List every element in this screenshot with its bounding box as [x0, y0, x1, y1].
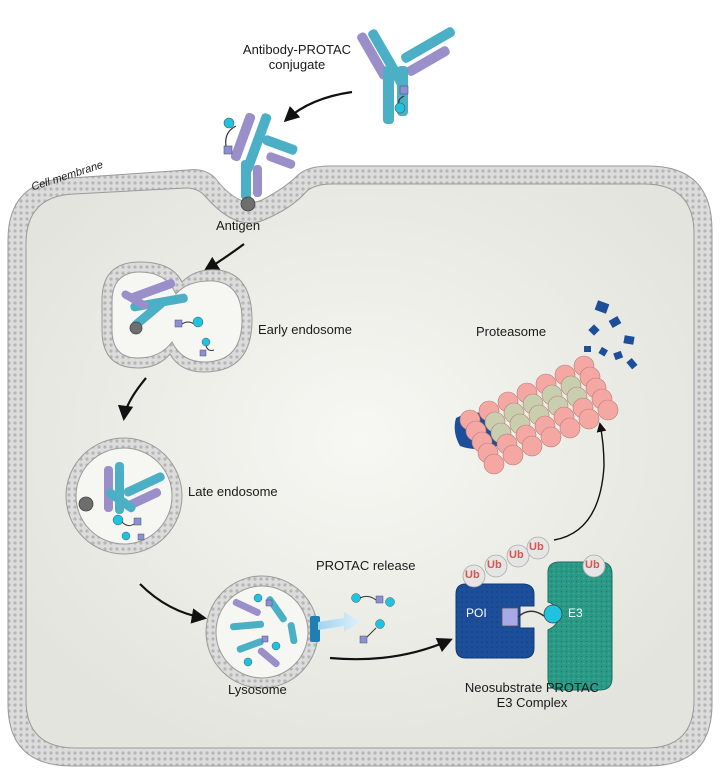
conjugate-label-line1: Antibody-PROTAC	[242, 42, 352, 57]
protac-release-arrow	[318, 612, 360, 632]
arrow-maturation-2	[139, 583, 208, 624]
protac-linker	[517, 610, 545, 618]
arrow-degradation	[553, 422, 607, 541]
bound-antibody-icon	[223, 112, 298, 200]
ub-label-3: Ub	[509, 549, 524, 561]
ub-label-2: Ub	[487, 559, 502, 571]
antigen-label: Antigen	[216, 218, 261, 233]
e3-ligase	[543, 561, 613, 691]
early-endosome-label: Early endosome	[258, 322, 352, 337]
arrow-maturation-1	[117, 377, 147, 422]
early-endosome	[101, 261, 253, 373]
antibody-protac-conjugate-icon	[357, 27, 456, 124]
complex-label-line2: E3 Complex	[496, 695, 568, 710]
poi-protein	[455, 583, 535, 659]
ub-label-4: Ub	[529, 541, 544, 553]
ub-label-1: Ub	[465, 569, 480, 581]
ub-label-5: Ub	[585, 559, 600, 571]
complex-label-line1: Neosubstrate PROTAC	[464, 680, 600, 695]
conjugate-label-line2: conjugate	[268, 57, 326, 72]
poi-label: POI	[466, 606, 487, 620]
conjugate-label: Antibody-PROTAC conjugate	[232, 42, 362, 72]
late-endosome-label: Late endosome	[188, 484, 278, 499]
arrow-ternary-formation	[329, 637, 453, 661]
lysosome	[205, 575, 320, 689]
complex-label: Neosubstrate PROTAC E3 Complex	[446, 680, 618, 710]
proteasome-label: Proteasome	[476, 324, 547, 339]
e3-label: E3	[568, 606, 583, 620]
late-endosome	[65, 437, 183, 555]
proteasome-icon	[454, 355, 619, 475]
arrow-binding	[283, 90, 353, 123]
degraded-peptide-fragments-icon	[584, 300, 638, 370]
antigen-icon	[240, 196, 256, 212]
lysosome-label: Lysosome	[228, 682, 287, 697]
protac-release-label: PROTAC release	[316, 558, 416, 573]
ubiquitin-chain	[462, 536, 606, 588]
released-protac-icon	[351, 593, 395, 644]
arrow-internalization	[203, 243, 245, 272]
lysosomal-transporter-icon	[310, 616, 320, 642]
